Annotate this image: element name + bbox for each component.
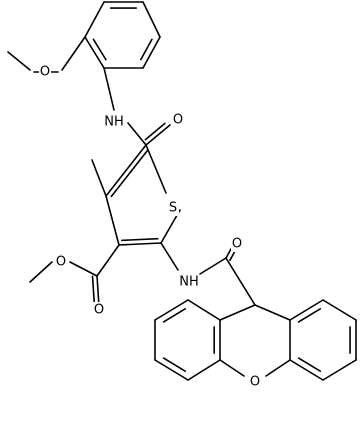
o-xanthene-label-backdrop [249,374,261,390]
ester-c-o-double [96,275,100,307]
xanthene-left-ring-inner-2 [162,357,187,372]
methoxy-bond-ring-o [61,36,86,71]
o-methoxy-label: O [40,65,50,80]
thiophene-c2-c3-second [120,237,159,242]
xanthene-right-ring-bond-4 [289,359,324,381]
phenyl-ring-inner-2 [140,38,153,61]
o-xanthene-label: O [250,375,260,390]
xanthene-left-ring-inner-4 [162,308,187,323]
phenyl-nh-bond [103,67,115,111]
sulfur-label: S [169,201,177,216]
ester-c-o-single [69,261,98,277]
o-ester-single-label-backdrop [55,254,67,270]
xanthene-left-ring-bond-4 [154,299,189,321]
thiophene-c3-c4 [105,195,120,246]
methoxy-bond-o-ch3 [7,51,31,71]
c9-left-bond [219,304,256,321]
left-o-bond [219,359,245,377]
xanthene-left-ring-bond-5 [187,299,221,321]
c9-right-bond [254,304,291,321]
thiophene-c4-c5 [105,144,147,197]
nh-bottom-label-backdrop [179,274,199,290]
phenyl-ring-bond-1 [142,1,161,38]
ester-c-o-double-second [91,275,96,308]
xanthene-right-ring-inner-4 [297,357,322,372]
o-carbonyl-top-label-backdrop [172,112,184,128]
o-carbonyl-top-label: O [173,113,183,128]
nh-carbonyl-bond [127,122,147,146]
o-ester-double-label: O [94,303,104,318]
phenyl-ring-bond-5 [84,1,105,38]
carbonyl-top-double [145,124,171,146]
xanthene-right-ring-bond-0 [289,299,324,321]
o-carbonyl-bottom-label: O [232,237,242,252]
o-methoxy-label-backdrop [39,64,51,80]
ester-c3-c [96,244,120,277]
nh-top-label: NH [104,115,124,130]
xanthene-right-ring-bond-1 [322,299,357,321]
nh-top-label-backdrop [104,114,124,130]
right-o-bond [265,359,291,377]
c2-nh-bond [160,242,179,271]
thiophene-c4-c5-second [110,149,149,198]
phenyl-ring-inner-4 [92,38,107,61]
o-ester-double-label-backdrop [93,302,105,318]
thiophene-c2-c3 [118,242,162,246]
o-carbonyl-bottom-label-backdrop [231,236,243,252]
sulfur-label-backdrop [167,200,179,216]
phenyl-ring-bond-2 [142,36,161,69]
methyl-bond [91,159,107,197]
ester-o-ch3 [29,261,53,283]
o-ester-single-label: O [56,255,66,270]
nh-bottom-label: NH [179,275,199,290]
xanthene-left-ring-bond-1 [187,359,221,381]
carbonyl-c9-bond [225,257,256,306]
xanthene-right-ring-inner-0 [297,308,322,323]
nh-carbonyl-bottom [199,257,227,275]
thiophene-c5-s [145,144,167,194]
phenyl-ring-bond-4 [84,36,105,69]
xanthene-right-ring-bond-3 [322,359,357,381]
carbonyl-top-double-second [144,122,166,141]
xanthene-left-ring-bond-2 [154,359,189,381]
